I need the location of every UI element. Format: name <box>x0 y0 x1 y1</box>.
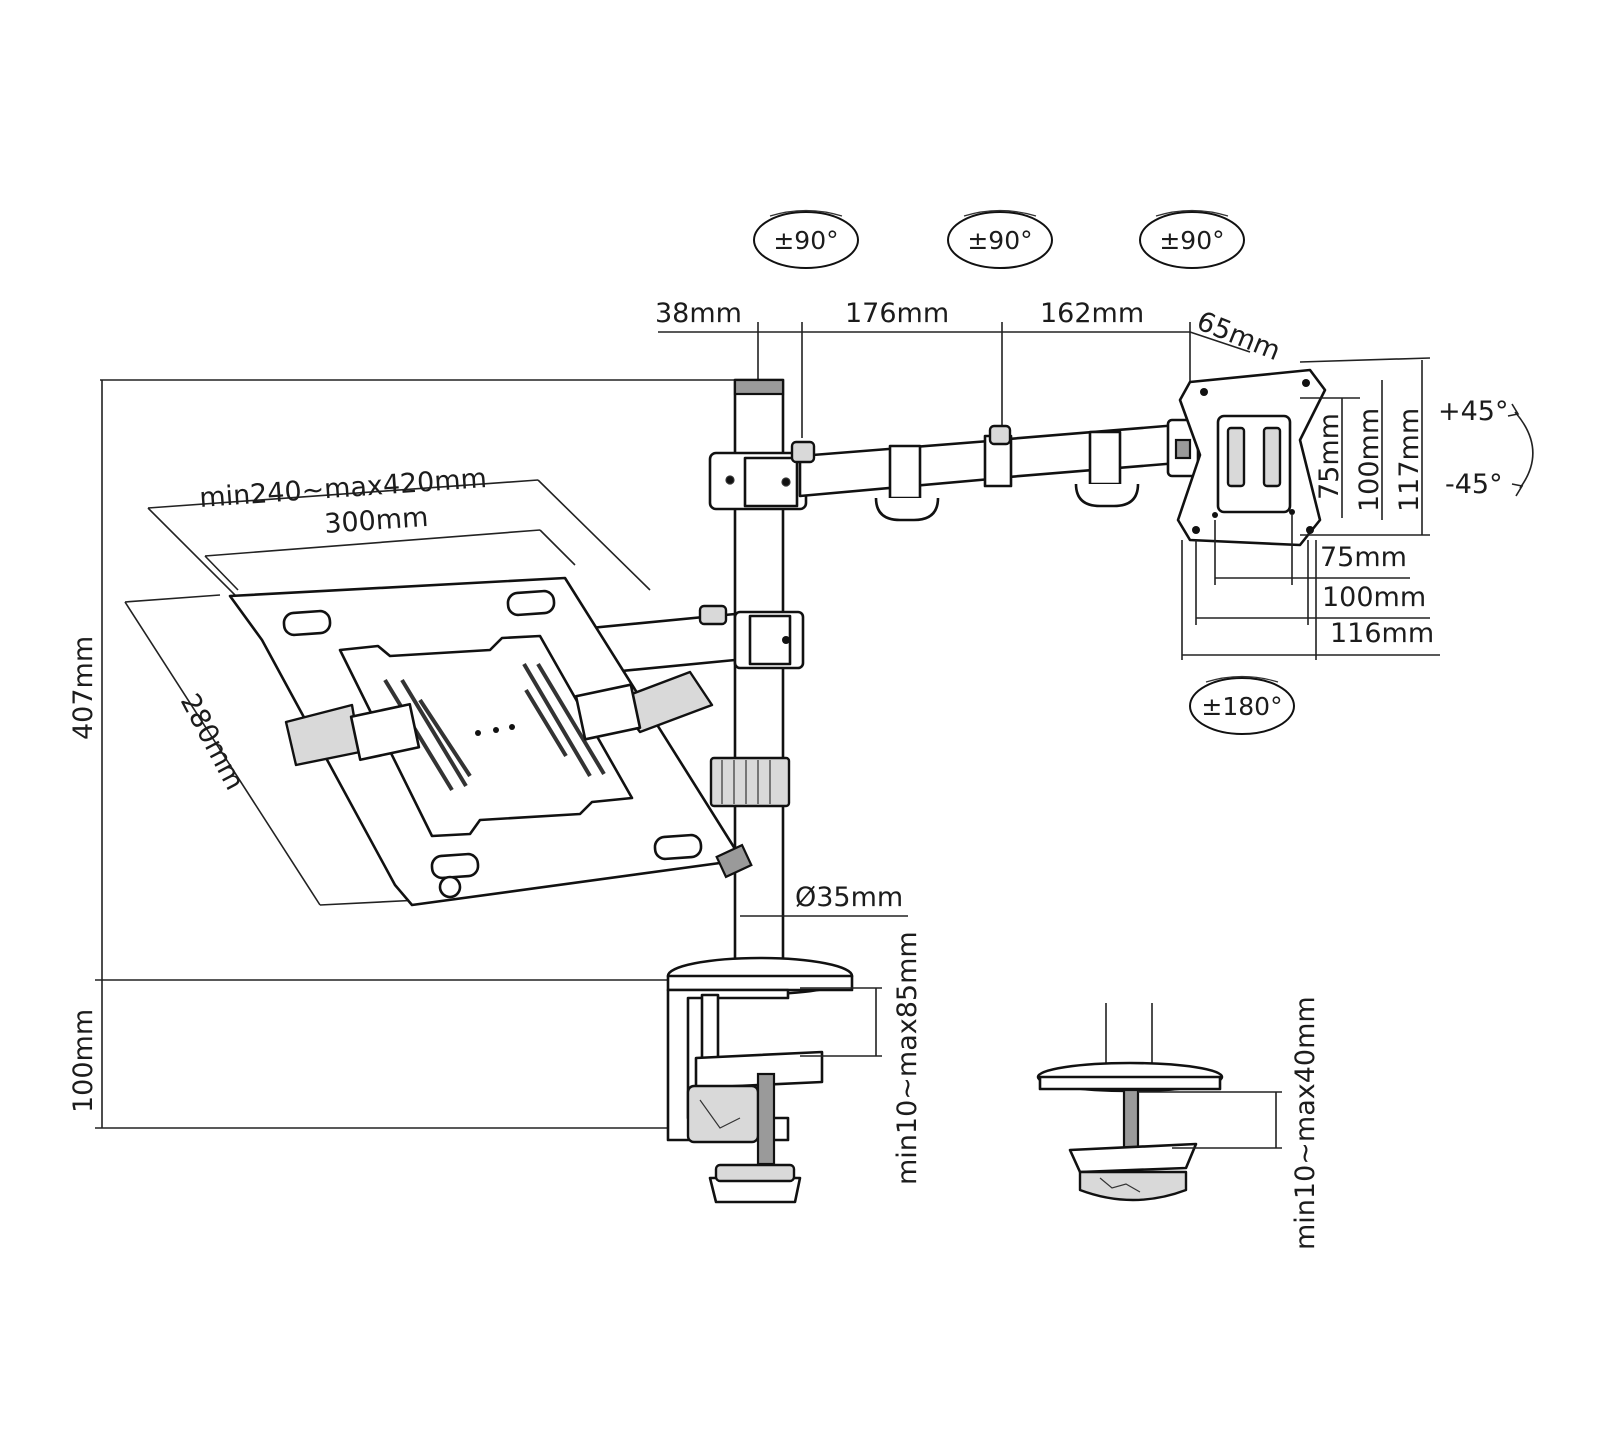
clamp-range-label: min10~max85mm <box>892 931 923 1185</box>
vesa-width-75-label: 75mm <box>1320 542 1407 573</box>
vesa-width-116-label: 116mm <box>1330 618 1434 649</box>
arm-dimension-line <box>658 322 1251 438</box>
tilt-down-label: -45° <box>1445 469 1503 500</box>
arm-segment-1-label: 176mm <box>845 298 949 329</box>
arm-segment-2-label: 162mm <box>1040 298 1144 329</box>
tray-depth-label: 280mm <box>174 689 250 796</box>
rotation-badge-joint-1: ±90° <box>753 209 859 269</box>
rotation-label: ±180° <box>1201 692 1282 721</box>
vesa-height-100-label: 100mm <box>1354 408 1385 512</box>
clamp-height-label: 100mm <box>68 1009 99 1113</box>
head-offset-label: 65mm <box>1192 306 1284 367</box>
rotation-label: ±90° <box>1159 226 1224 255</box>
vesa-width-dimensions <box>1181 515 1440 660</box>
tilt-up-label: +45° <box>1438 396 1508 427</box>
grommet-mount <box>1036 1003 1224 1202</box>
grommet-range-label: min10~max40mm <box>1290 996 1321 1250</box>
vesa-height-dimensions <box>1299 357 1431 536</box>
rotation-label: ±90° <box>773 226 838 255</box>
rotation-badge-vesa: ±180° <box>1189 675 1295 735</box>
rotation-badge-joint-2: ±90° <box>947 209 1053 269</box>
vesa-width-100-label: 100mm <box>1322 582 1426 613</box>
desk-clamp <box>666 956 854 1204</box>
tray-width-range-label: min240~max420mm <box>198 463 488 514</box>
pole-height-dimension <box>95 379 755 1129</box>
pole-diameter-label: Ø35mm <box>795 882 903 913</box>
clamp-range-dimension <box>800 987 882 1057</box>
rotation-label: ±90° <box>967 226 1032 255</box>
pole-height-label: 407mm <box>68 636 99 740</box>
laptop-tray <box>228 576 805 907</box>
grommet-range-dimension <box>1138 1091 1282 1149</box>
tray-width-label: 300mm <box>323 502 429 540</box>
vesa-plate <box>1176 368 1327 547</box>
vesa-height-117-label: 117mm <box>1394 408 1425 512</box>
vesa-height-75-label: 75mm <box>1314 413 1345 500</box>
tray-vent-slots <box>383 662 606 792</box>
pole-offset-label: 38mm <box>655 298 742 329</box>
tray-dimension-lines <box>124 479 651 906</box>
tilt-arc <box>1514 411 1534 489</box>
rotation-badge-joint-3: ±90° <box>1139 209 1245 269</box>
